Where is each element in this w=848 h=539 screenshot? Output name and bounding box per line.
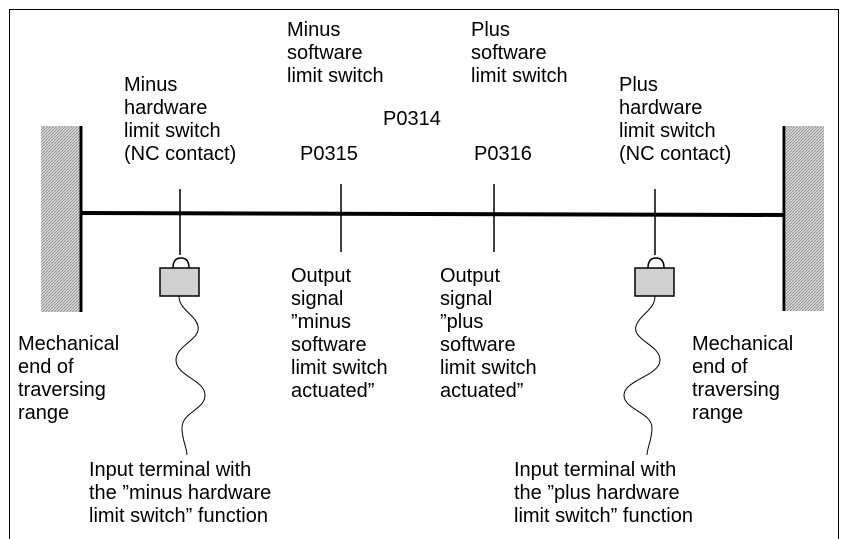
plus-sw-switch-label: Plus software limit switch xyxy=(471,19,568,87)
minus-hw-terminal xyxy=(159,257,200,297)
frame-border xyxy=(9,9,839,539)
minus-hw-switch-label: Minus hardware limit switch (NC contact) xyxy=(124,74,237,165)
left-mechanical-stop xyxy=(41,126,80,312)
input-minus-label: Input terminal with the ”minus hardware … xyxy=(89,459,272,527)
param-minus-sw: P0315 xyxy=(300,143,358,165)
output-plus-label: Output signal ”plus software limit switc… xyxy=(440,265,537,402)
plus-hw-terminal xyxy=(634,257,675,297)
input-plus-label: Input terminal with the ”plus hardware l… xyxy=(514,459,693,527)
plus-hw-wire xyxy=(623,295,661,456)
param-ref: P0314 xyxy=(383,108,441,130)
param-plus-sw: P0316 xyxy=(474,143,532,165)
output-minus-label: Output signal ”minus software limit swit… xyxy=(291,265,388,402)
mech-end-left-label: Mechanical end of traversing range xyxy=(18,333,120,424)
minus-hw-wire xyxy=(175,295,206,456)
traversing-axis xyxy=(80,211,785,217)
right-mechanical-stop xyxy=(786,126,824,311)
plus-hw-switch-label: Plus hardware limit switch (NC contact) xyxy=(619,74,732,165)
minus-sw-switch-label: Minus software limit switch xyxy=(287,19,384,87)
mech-end-right-label: Mechanical end of traversing range xyxy=(692,333,794,424)
